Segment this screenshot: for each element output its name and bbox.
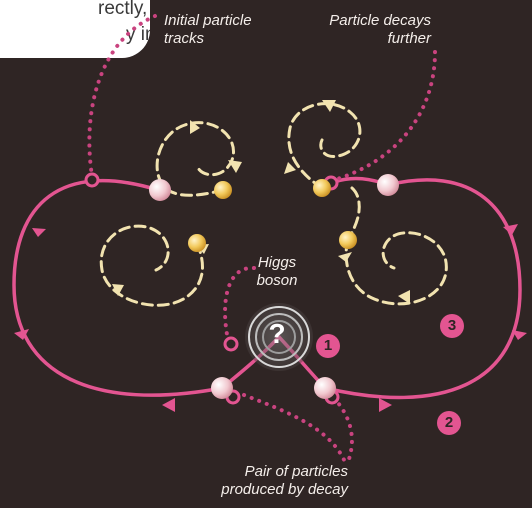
label-pair-line-1: Pair of particles [204,463,348,481]
arrow-icon [398,290,410,304]
particle-pink [149,179,171,201]
particle-gold [214,181,232,199]
particle-gold [339,231,357,249]
arrow-icon [32,228,46,237]
label-particle-decays: Particle decays further [312,12,431,48]
leader-initial-tracks [89,16,155,176]
top-right-branch [350,188,359,236]
particle-pink [211,377,233,399]
label-pair-line-2: produced by decay [204,481,348,499]
arrow-icon [284,162,296,174]
badge-1: 1 [316,334,340,358]
ring-higgs [225,338,237,350]
arrow-icon [338,252,352,262]
leader-pair-left [244,395,345,462]
label-initial-tracks: Initial particle tracks [164,12,252,48]
annotation-rings [86,174,338,403]
arrow-icon [379,398,392,412]
badge-3: 3 [440,314,464,338]
label-higgs-line-1: Higgs [254,254,300,272]
particle-gold [313,179,331,197]
label-initial-tracks-line-2: tracks [164,30,252,48]
label-particle-decays-line-1: Particle decays [312,12,431,30]
bottom-right-spiral [346,233,446,304]
right-outer-track [325,180,520,398]
top-right-spiral [289,104,360,188]
question-mark-icon: ? [262,318,292,350]
particle-pink [377,174,399,196]
leader-particle-decays [334,52,435,180]
arrow-icon [162,398,175,412]
label-particle-decays-line-2: further [312,30,431,48]
badge-2: 2 [437,411,461,435]
particle-gold [188,234,206,252]
label-pair-of-particles: Pair of particles produced by decay [204,463,348,499]
particle-pink [314,377,336,399]
label-initial-tracks-line-1: Initial particle [164,12,252,30]
label-higgs-boson: Higgs boson [254,254,300,290]
leader-pair-right [334,398,352,462]
bottom-left-spiral [101,226,202,305]
label-higgs-line-2: boson [254,272,300,290]
ring-initial-tracks [86,174,98,186]
